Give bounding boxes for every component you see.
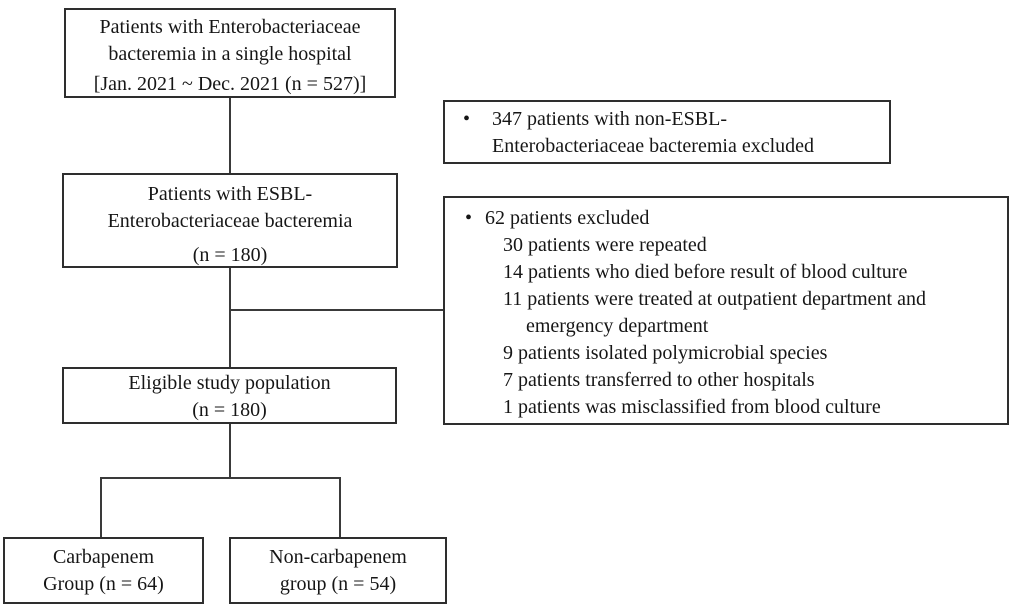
excluded-heading: 62 patients excluded [485,207,650,229]
exclusion-list-item: 9 patients isolated polymicrobial specie… [503,342,828,364]
esbl-line2: Enterobacteriaceae bacteremia [107,210,353,232]
exclusion-list-item: 30 patients were repeated [503,234,707,256]
connector-branch-to-excluded-box [230,309,443,311]
carbapenem-line1: Carbapenem [52,546,155,568]
connector-split-to-carbapenem [100,477,102,537]
connector-initial-to-esbl [229,97,231,173]
connector-esbl-to-eligible [229,268,231,367]
esbl-line1: Patients with ESBL- [147,183,313,205]
carbapenem-count: Group (n = 64) [43,573,164,595]
box-initial-population: Patients with Enterobacteriaceae bactere… [64,8,396,98]
exclusion-list-item: 14 patients who died before result of bl… [503,261,908,283]
initial-population-line1: Patients with Enterobacteriaceae [99,16,361,38]
eligible-count: (n = 180) [192,399,267,421]
exclusion-list-item: 1 patients was misclassified from blood … [503,396,881,418]
connector-eligible-to-split [229,423,231,478]
esbl-count: (n = 180) [192,244,268,266]
box-excluded-62: • 62 patients excluded 30 patients were … [443,196,1009,425]
box-non-esbl-excluded: • 347 patients with non-ESBL- Enterobact… [443,100,891,164]
box-eligible-population: Eligible study population (n = 180) [62,367,397,424]
bullet-icon: • [465,207,473,229]
initial-population-line2: bacteremia in a single hospital [108,43,352,65]
box-esbl-bacteremia: Patients with ESBL- Enterobacteriaceae b… [62,173,398,268]
non-esbl-excluded-line2: Enterobacteriaceae bacteremia excluded [492,135,815,157]
connector-split-horizontal [100,477,341,479]
connector-split-to-non-carbapenem [339,477,341,537]
exclusion-list-item: 7 patients transferred to other hospital… [503,369,815,391]
non-carbapenem-count: group (n = 54) [279,573,397,595]
box-carbapenem-group: Carbapenem Group (n = 64) [3,537,204,604]
exclusion-list-item: 11 patients were treated at outpatient d… [503,288,926,337]
initial-population-period: [Jan. 2021 ~ Dec. 2021 (n = 527)] [93,73,367,95]
non-carbapenem-line1: Non-carbapenem [269,546,407,568]
box-non-carbapenem-group: Non-carbapenem group (n = 54) [229,537,447,604]
eligible-line1: Eligible study population [128,372,331,394]
non-esbl-excluded-line1: 347 patients with non-ESBL- [492,108,727,130]
bullet-icon: • [463,108,471,130]
